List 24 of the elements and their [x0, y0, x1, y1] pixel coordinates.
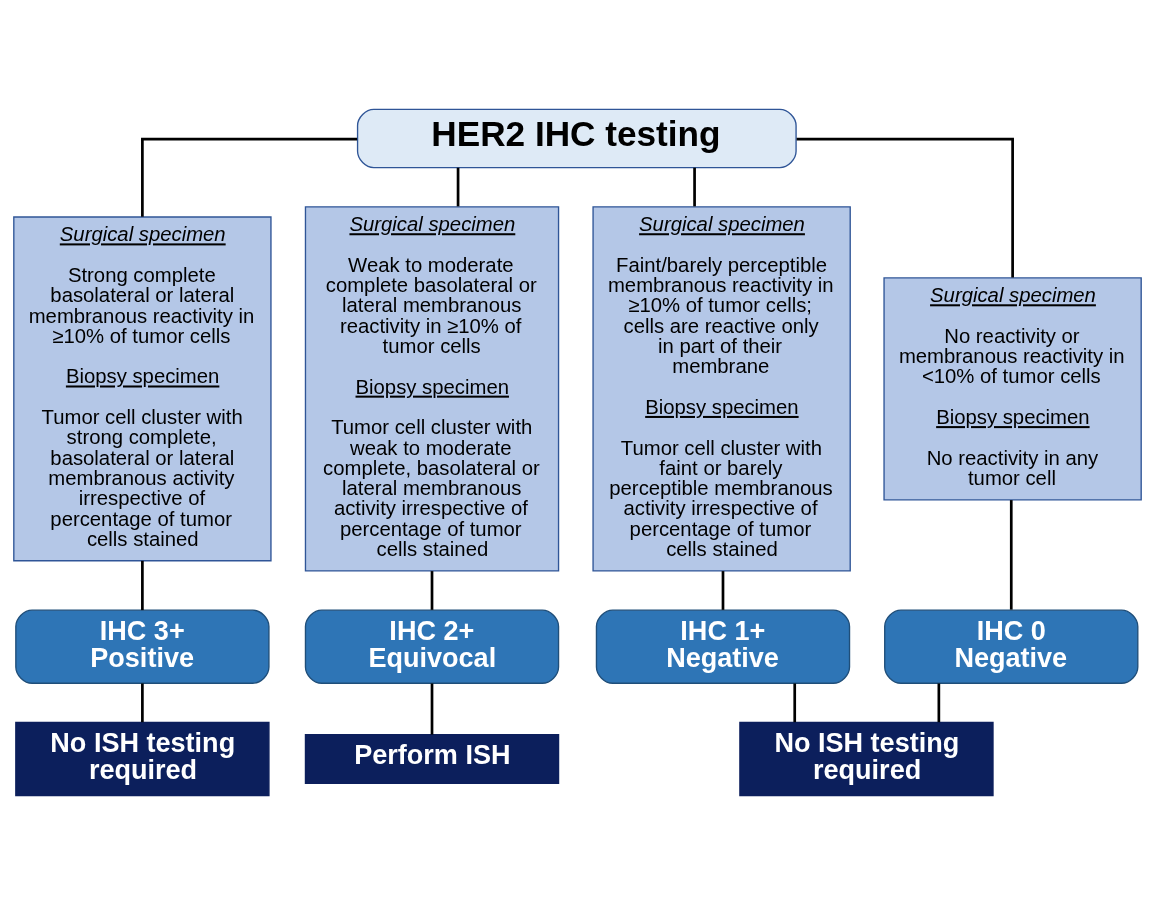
node-box: No ISH testing required	[15, 721, 270, 796]
connector	[430, 570, 434, 610]
connector	[141, 683, 144, 722]
connector	[796, 137, 1014, 278]
connector	[141, 137, 358, 217]
node-box: Perform ISH	[304, 733, 560, 784]
connector	[721, 570, 725, 610]
node-box: Surgical specimen Faint/barely perceptible membranous reactivity in ≥10% of tumor cells; cells are reactive only in part of their membrane Biopsy specimen Tumor cell cluster with faint or barely perceptible membranous activity irrespective of percentage of tumor cells stained	[592, 205, 851, 572]
connector	[793, 683, 797, 722]
node-box: No ISH testing required	[739, 721, 994, 796]
node-box: HER2 IHC testing	[356, 108, 797, 168]
connector	[693, 167, 696, 206]
connector	[141, 560, 144, 610]
node-box: Surgical specimen No reactivity or membranous reactivity in <10% of tumor cells Biopsy specimen No reactivity in any tumor cell	[883, 276, 1142, 501]
node-box: IHC 1+ Negative	[595, 609, 851, 684]
node-box: Surgical specimen Strong complete basolateral or lateral membranous reactivity in ≥10% of tumor cells Biopsy specimen Tumor cell cluster with strong complete, basolateral or lateral membranous activity irrespective of percentage of tumor cells stained	[13, 215, 272, 561]
node-box: IHC 2+ Equivocal	[304, 609, 560, 684]
connector	[430, 683, 434, 735]
connector	[937, 683, 941, 722]
node-box: IHC 3+ Positive	[15, 609, 270, 684]
node-box: Surgical specimen Weak to moderate complete basolateral or lateral membranous reactivity in ≥10% of tumor cells Biopsy specimen Tumor cell cluster with weak to moderate complete, basolateral or lateral membranous activity irrespective of percentage of tumor cells stained	[304, 205, 560, 572]
connector	[456, 167, 460, 206]
connector	[1009, 499, 1013, 610]
node-box: IHC 0 Negative	[884, 609, 1139, 684]
